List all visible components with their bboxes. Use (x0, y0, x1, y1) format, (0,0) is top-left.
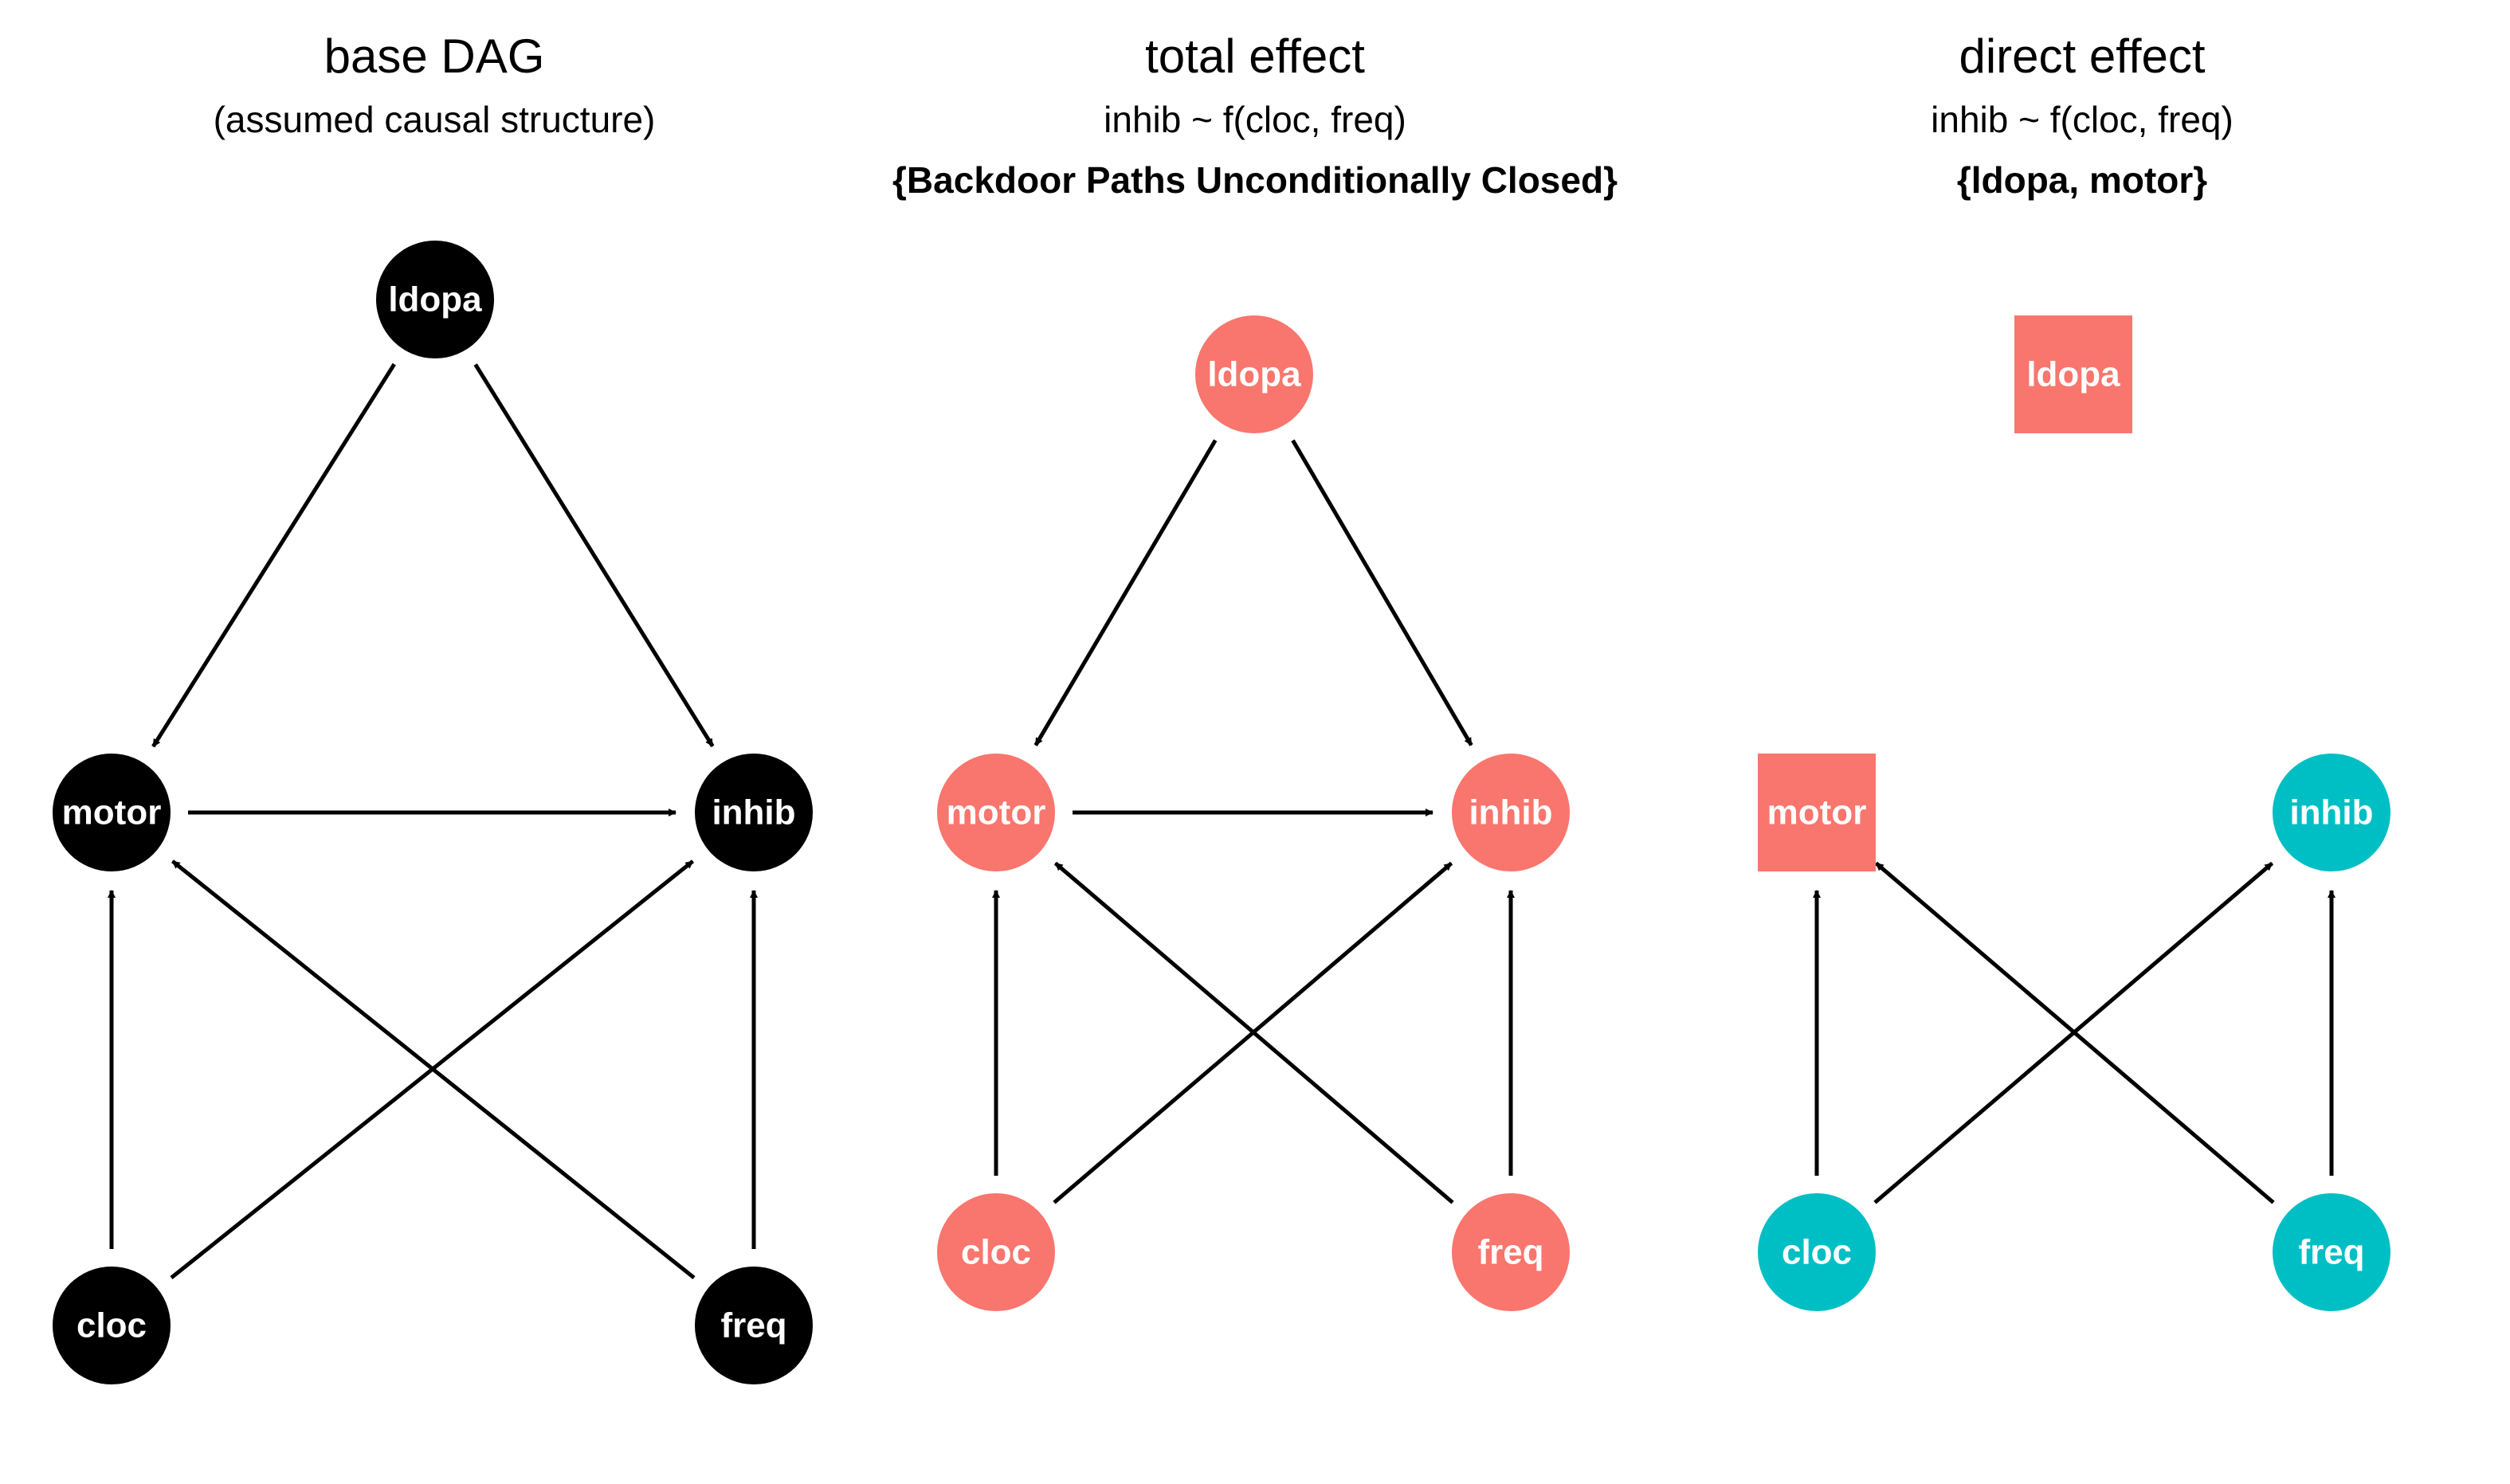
node-direct-inhib: inhib (2273, 754, 2390, 871)
node-shape (695, 1267, 813, 1384)
node-total-motor: motor (937, 754, 1055, 871)
node-label: freq (720, 1306, 786, 1345)
node-label: freq (1477, 1233, 1543, 1272)
node-total-ldopa: ldopa (1195, 315, 1313, 433)
node-label: inhib (1469, 793, 1552, 832)
node-label: freq (2298, 1233, 2364, 1272)
node-shape (1452, 1193, 1570, 1311)
node-shape (1195, 315, 1313, 433)
node-direct-motor: motor (1758, 754, 1876, 871)
node-shape (376, 241, 494, 358)
panel-subtitle: inhib ~ f(cloc, freq) (1931, 99, 2234, 140)
node-direct-freq: freq (2273, 1193, 2390, 1311)
node-label: cloc (1782, 1233, 1852, 1272)
node-base-inhib: inhib (695, 754, 813, 871)
node-label: inhib (2289, 793, 2373, 832)
node-label: cloc (961, 1233, 1031, 1272)
node-label: motor (62, 793, 162, 832)
node-label: motor (1767, 793, 1867, 832)
panel-subtitle: (assumed causal structure) (213, 99, 656, 140)
panel-title: base DAG (324, 29, 545, 83)
node-direct-ldopa: ldopa (2014, 315, 2132, 433)
node-label: cloc (76, 1306, 147, 1345)
edge-total-ldopa-to-motor (1033, 439, 1218, 746)
edge-base-freq-to-motor (171, 859, 696, 1280)
node-label: ldopa (1207, 355, 1301, 394)
panel-adjustment-set: {ldopa, motor} (1956, 159, 2208, 201)
node-shape (1758, 1193, 1876, 1311)
panel-title: direct effect (1959, 29, 2206, 83)
edge-base-ldopa-to-motor (151, 362, 396, 748)
node-shape (937, 754, 1055, 871)
edge-base-ldopa-to-inhib (473, 363, 715, 748)
node-shape (2273, 1193, 2390, 1311)
node-total-freq: freq (1452, 1193, 1570, 1311)
edge-total-freq-to-motor (1053, 861, 1454, 1204)
node-label: motor (947, 793, 1046, 832)
edge-total-ldopa-to-inhib (1291, 439, 1473, 746)
panel-title: total effect (1145, 29, 1365, 83)
node-label: inhib (712, 793, 795, 832)
node-direct-cloc: cloc (1758, 1193, 1876, 1311)
node-shape (53, 1267, 171, 1384)
node-base-freq: freq (695, 1267, 813, 1384)
node-label: ldopa (388, 280, 482, 319)
node-shape (695, 754, 813, 871)
node-shape (1758, 754, 1876, 871)
node-base-motor: motor (53, 754, 171, 871)
panel-subtitle: inhib ~ f(cloc, freq) (1104, 99, 1406, 140)
node-shape (2014, 315, 2132, 433)
node-base-cloc: cloc (53, 1267, 171, 1384)
node-shape (937, 1193, 1055, 1311)
node-base-ldopa: ldopa (376, 241, 494, 358)
node-label: ldopa (2026, 355, 2120, 394)
panel-adjustment-set: {Backdoor Paths Unconditionally Closed} (892, 159, 1618, 201)
node-shape (53, 754, 171, 871)
edge-direct-freq-to-motor (1874, 861, 2275, 1204)
node-total-cloc: cloc (937, 1193, 1055, 1311)
node-shape (1452, 754, 1570, 871)
node-total-inhib: inhib (1452, 754, 1570, 871)
node-shape (2273, 754, 2390, 871)
